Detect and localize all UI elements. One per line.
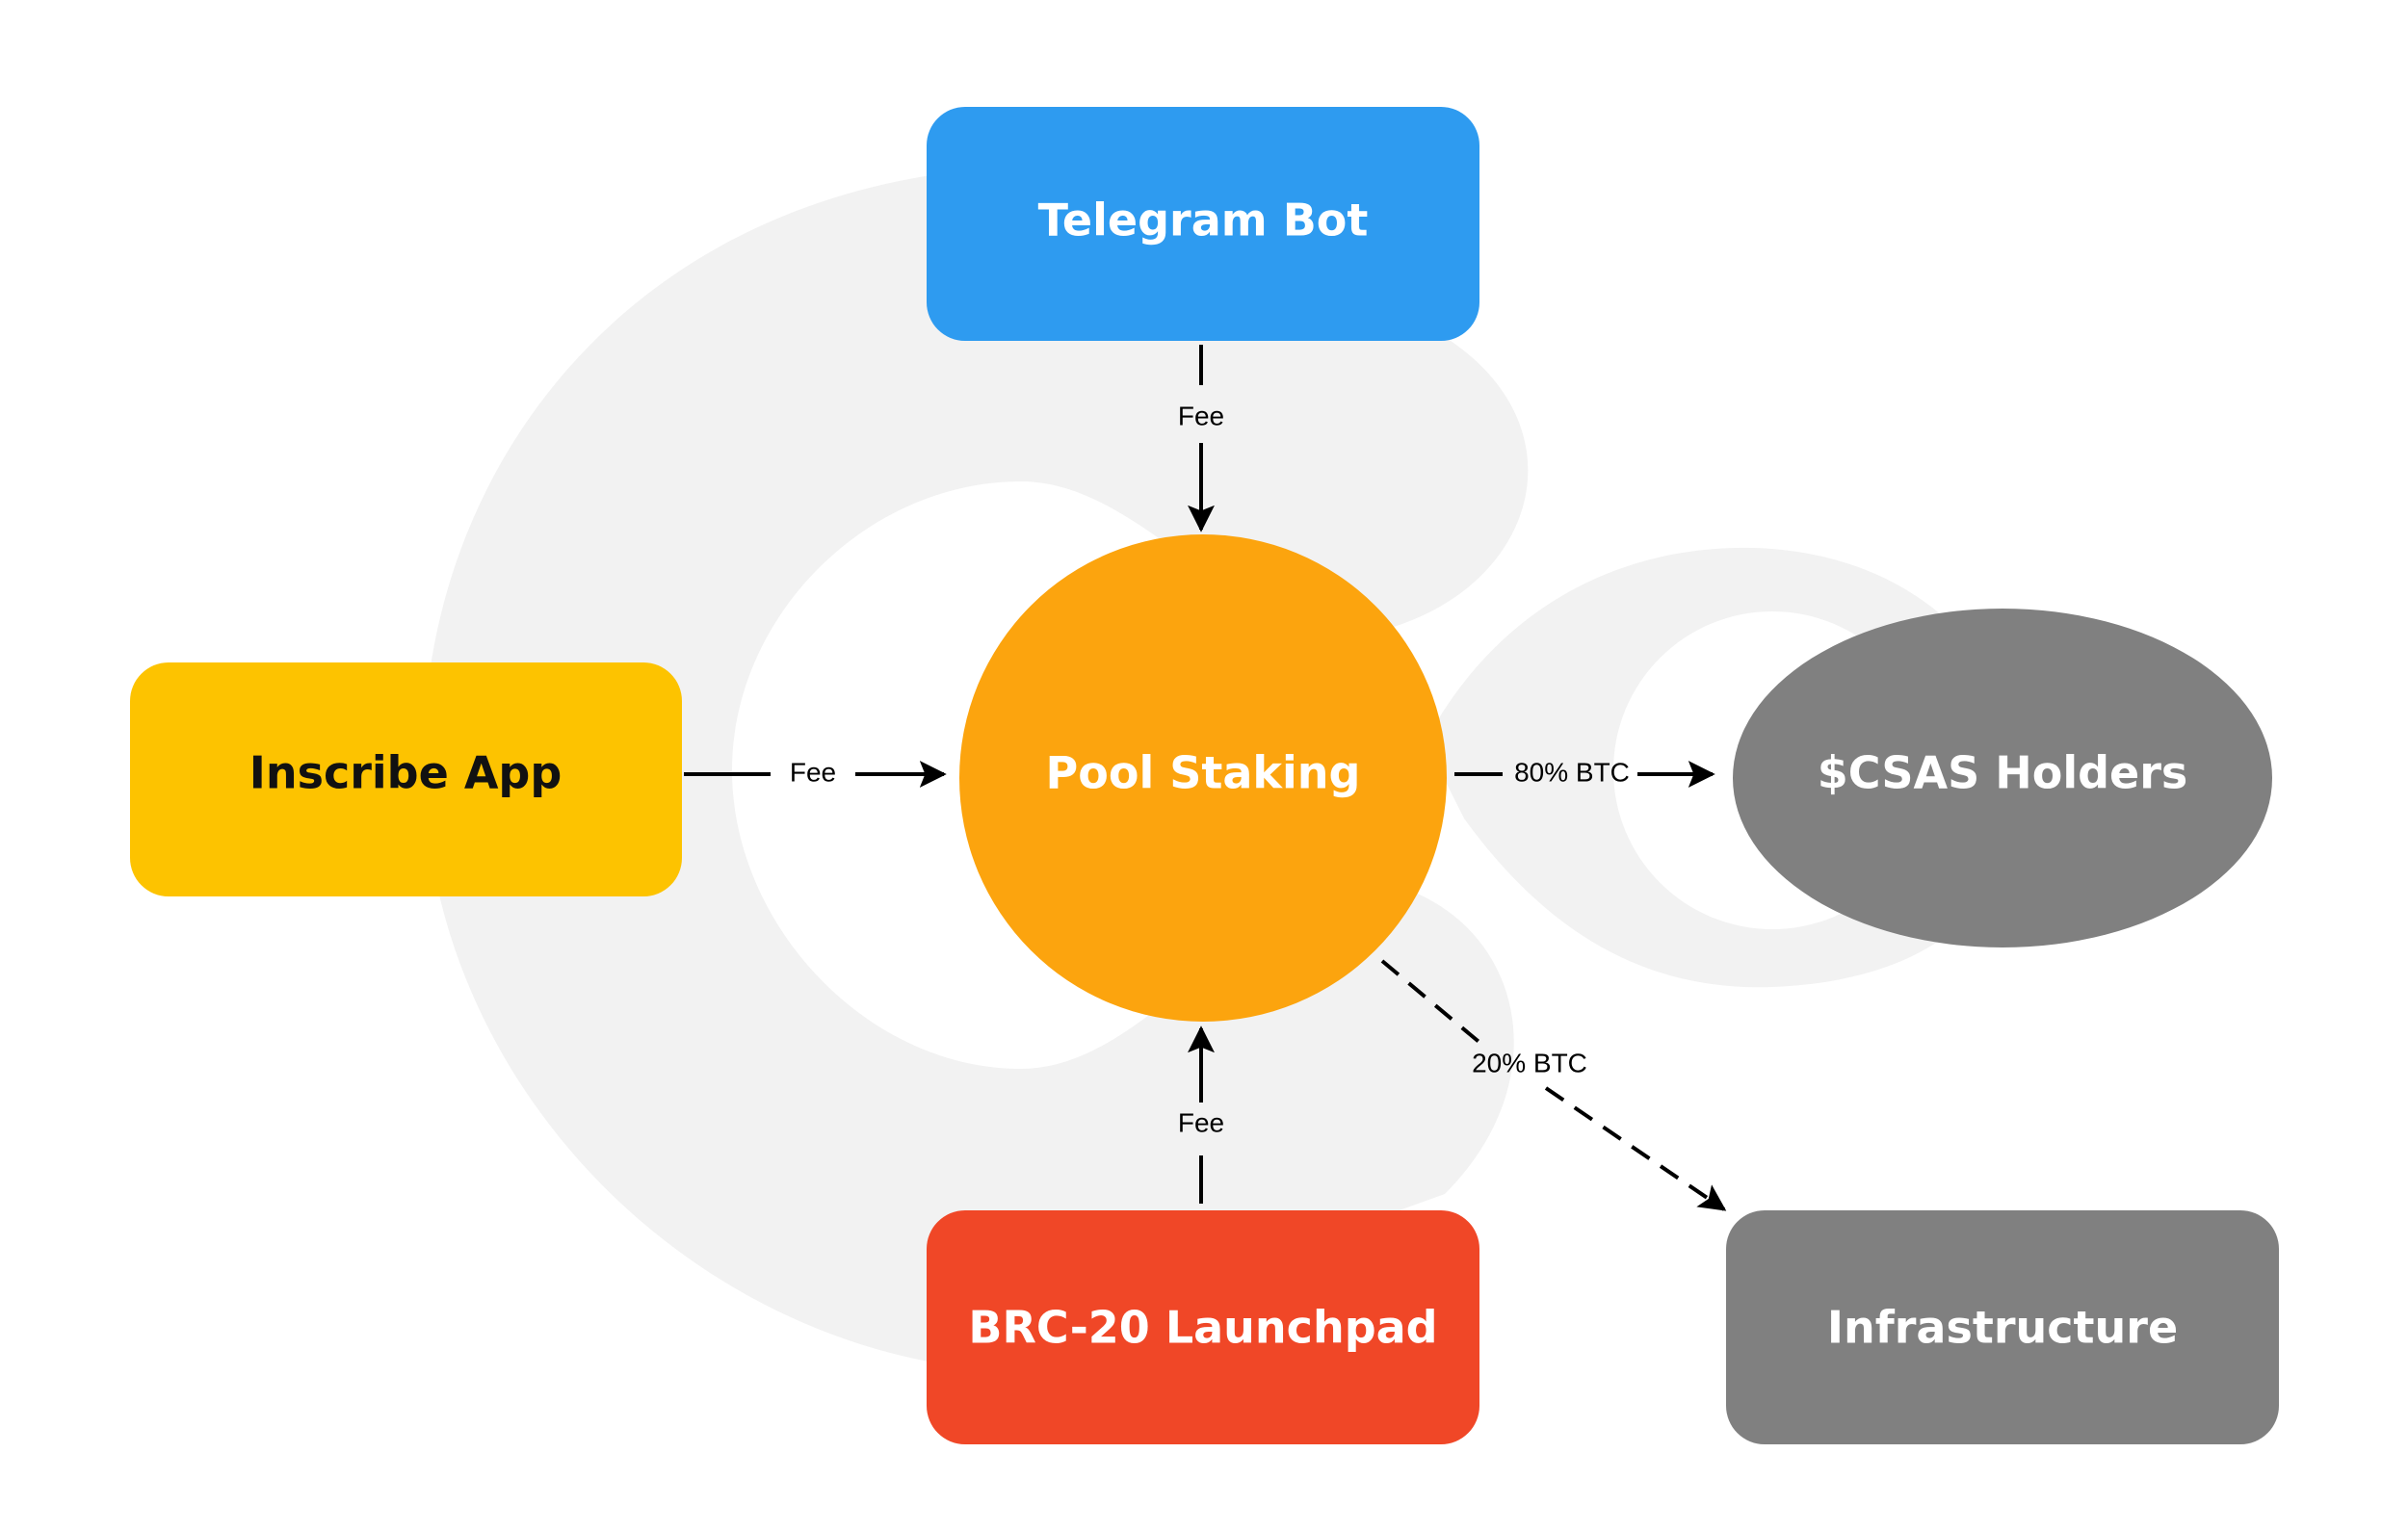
node-brc20-launchpad: BRC-20 Launchpad — [927, 1210, 1479, 1444]
node-csas-holders: $CSAS Holders — [1733, 609, 2272, 947]
node-infrastructure: Infrastructure — [1726, 1210, 2279, 1444]
node-inscribe-app: Inscribe App — [130, 662, 682, 896]
node-telegram-bot: Telegram Bot — [927, 107, 1479, 341]
edge-telegram-pool: Fee — [1178, 345, 1224, 532]
edge-label-fee: Fee — [790, 757, 836, 787]
edge-label-20-btc: 20% BTC — [1472, 1048, 1587, 1077]
edge-pool-holders: 80% BTC — [1454, 757, 1715, 788]
svg-text:Inscribe App: Inscribe App — [249, 747, 563, 799]
svg-text:Pool Staking: Pool Staking — [1046, 747, 1361, 799]
edge-launchpad-pool: Fee — [1178, 1025, 1224, 1204]
svg-text:$CSAS Holders: $CSAS Holders — [1818, 747, 2188, 799]
svg-text:Infrastructure: Infrastructure — [1827, 1302, 2178, 1354]
svg-text:Telegram Bot: Telegram Bot — [1038, 195, 1369, 247]
edge-inscribe-pool: Fee — [684, 757, 947, 788]
svg-text:BRC-20 Launchpad: BRC-20 Launchpad — [968, 1302, 1437, 1354]
node-pool-staking: Pool Staking — [959, 534, 1447, 1022]
edge-label-fee: Fee — [1178, 1107, 1224, 1137]
edge-pool-infrastructure: 20% BTC — [1380, 959, 1727, 1211]
edge-label-fee: Fee — [1178, 401, 1224, 430]
edge-label-80-btc: 80% BTC — [1514, 757, 1630, 787]
